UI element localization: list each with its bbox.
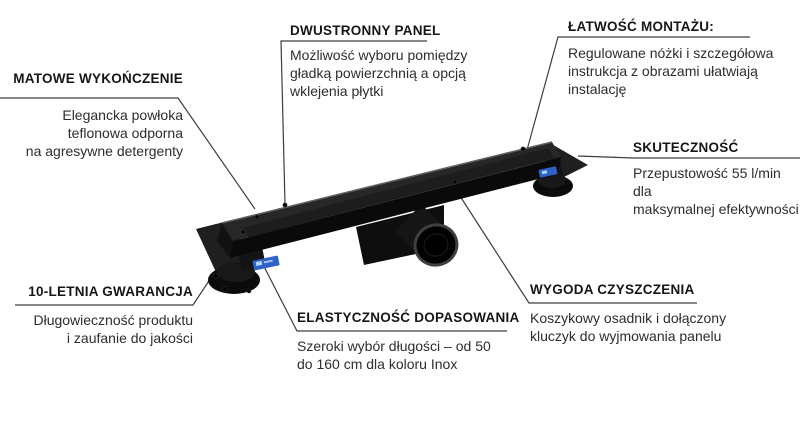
callout-title: MATOWE WYKOŃCZENIE: [13, 71, 183, 86]
callout-title: ELASTYCZNOŚĆ DOPASOWANIA: [297, 310, 520, 325]
callout-body: Koszykowy osadnik i dołączony kluczyk do…: [530, 310, 727, 344]
callout-title: SKUTECZNOŚĆ: [633, 140, 739, 155]
callout-matowe-wykonczenie: MATOWE WYKOŃCZENIE Elegancka powłoka tef…: [0, 71, 183, 160]
callout-body: Szeroki wybór długości – od 50 do 160 cm…: [297, 338, 491, 372]
callout-lines: [0, 36, 800, 332]
drain-outlet-pipe: [394, 204, 459, 267]
callout-wygoda-czyszczenia: WYGODA CZYSZCZENIA Koszykowy osadnik i d…: [530, 282, 726, 345]
foot-label-right: [538, 166, 558, 178]
drain-channel: [217, 141, 561, 258]
screw-holes: [240, 146, 526, 235]
callout-body: Elegancka powłoka teflonowa odporna na a…: [25, 107, 183, 159]
callout-body: Przepustowość 55 l/min dla maksymalnej e…: [633, 165, 799, 217]
callout-skutecznosc: SKUTECZNOŚĆ Przepustowość 55 l/min dla m…: [633, 140, 800, 218]
callout-title: ŁATWOŚĆ MONTAŻU:: [568, 19, 714, 34]
callout-dwustronny-panel: DWUSTRONNY PANEL Możliwość wyboru pomięd…: [290, 23, 467, 100]
callout-body: Regulowane nóżki i szczegółowa instrukcj…: [568, 45, 774, 97]
callout-title: WYGODA CZYSZCZENIA: [530, 282, 695, 297]
callout-line-elastycznosc: [251, 242, 507, 332]
callout-title: 10-LETNIA GWARANCJA: [28, 284, 193, 299]
callout-body: Długowieczność produktu i zaufanie do ja…: [33, 312, 193, 346]
callout-line-skutecznosc: [577, 155, 800, 159]
callout-elastycznosc-dopasowania: ELASTYCZNOŚĆ DOPASOWANIA Szeroki wybór d…: [297, 310, 520, 373]
callout-line-matowe: [0, 97, 256, 210]
callout-body: Możliwość wyboru pomiędzy gładką powierz…: [290, 47, 468, 99]
foot-label-left: [252, 255, 280, 271]
callout-latwosc-montazu: ŁATWOŚĆ MONTAŻU: Regulowane nóżki i szcz…: [568, 19, 773, 98]
callout-gwarancja: 10-LETNIA GWARANCJA Długowieczność produ…: [0, 284, 193, 347]
callout-line-dwustronny: [280, 40, 427, 205]
callout-line-wygoda: [457, 192, 697, 304]
callout-title: DWUSTRONNY PANEL: [290, 23, 441, 38]
callout-line-latwosc: [526, 36, 750, 151]
